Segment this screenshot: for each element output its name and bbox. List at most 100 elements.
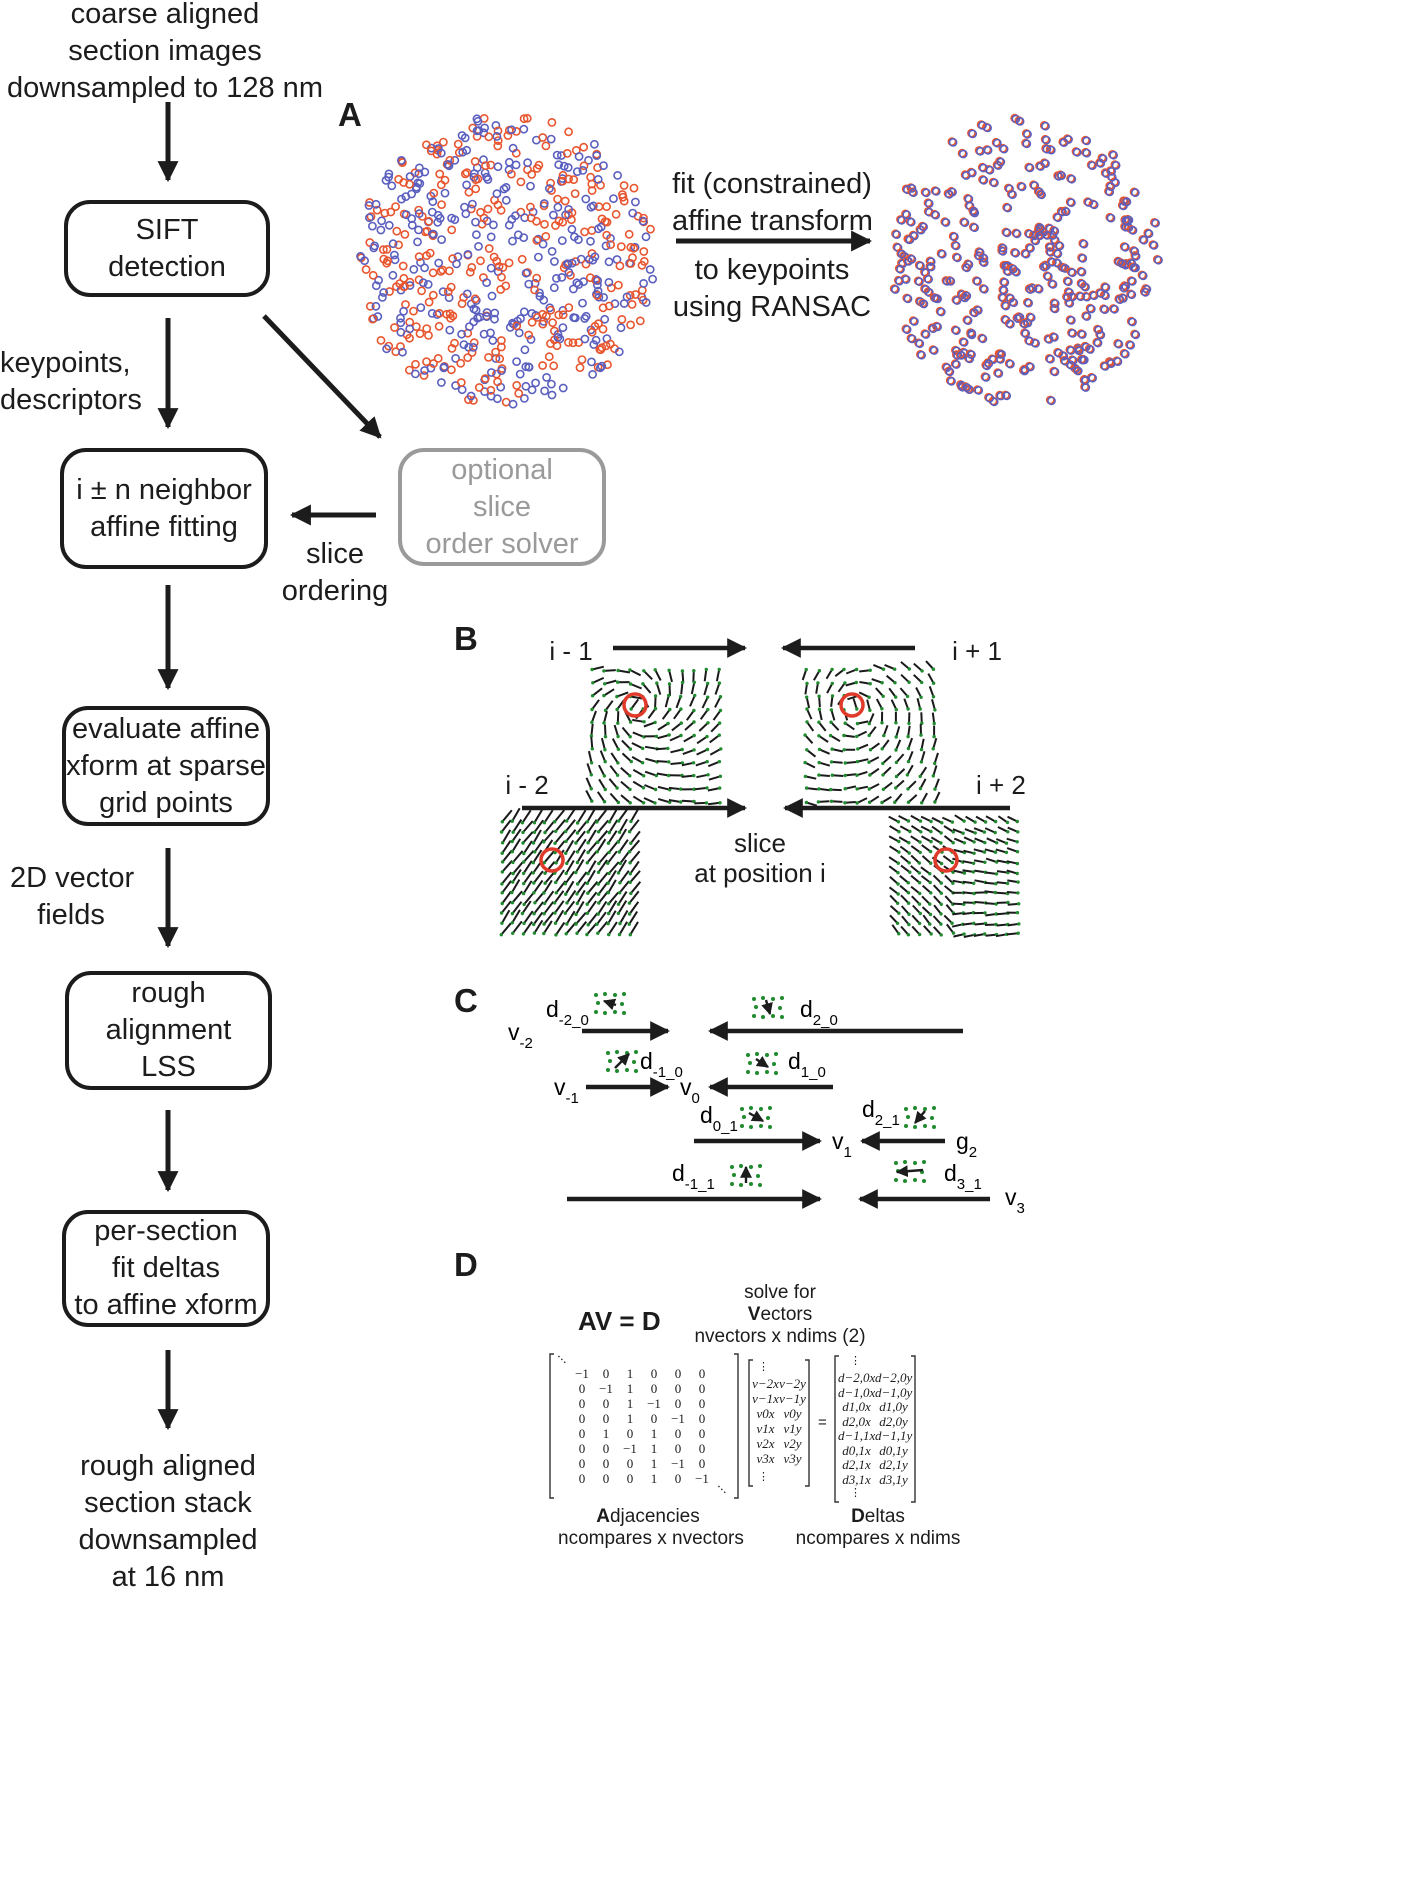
matrix-cell: 0 bbox=[602, 1411, 610, 1426]
matrix-cell: 0 bbox=[602, 1456, 610, 1471]
keypoint-marker bbox=[521, 268, 531, 278]
field-vector bbox=[943, 885, 954, 894]
keypoint-marker bbox=[464, 187, 474, 197]
field-dot bbox=[855, 787, 859, 791]
keypoint-marker-aligned bbox=[892, 230, 902, 239]
field-vector bbox=[587, 860, 597, 875]
mini-field-dot bbox=[768, 1125, 772, 1129]
keypoint-marker bbox=[619, 181, 629, 190]
panel-b-label: B bbox=[454, 620, 478, 657]
field-vector bbox=[984, 881, 996, 885]
field-vector bbox=[885, 674, 896, 684]
keypoint-marker bbox=[356, 251, 365, 261]
field-vector bbox=[656, 772, 669, 777]
field-vector bbox=[501, 871, 513, 885]
keypoint-marker-aligned bbox=[1066, 198, 1076, 208]
keypoint-marker-aligned bbox=[941, 218, 951, 227]
keypoint-marker-aligned bbox=[1063, 277, 1073, 287]
matrix-cell: 0 bbox=[650, 1366, 658, 1381]
mini-field-dot bbox=[756, 1174, 760, 1178]
keypoint-marker bbox=[549, 257, 559, 266]
field-dot bbox=[595, 820, 599, 824]
keypoint-marker bbox=[491, 347, 500, 357]
keypoint-marker-aligned bbox=[1054, 348, 1064, 358]
field-dot bbox=[706, 681, 710, 686]
field-dot bbox=[510, 901, 515, 905]
keypoint-marker-aligned bbox=[1094, 325, 1104, 335]
field-vector bbox=[616, 691, 629, 698]
field-vector bbox=[900, 855, 910, 864]
field-dot bbox=[817, 760, 821, 765]
field-vector bbox=[884, 663, 896, 671]
keypoint-marker bbox=[397, 194, 406, 204]
field-vector bbox=[707, 801, 721, 806]
mini-field-dot bbox=[780, 996, 784, 1000]
delta-vector bbox=[614, 1053, 630, 1069]
field-dot bbox=[585, 820, 590, 824]
keypoint-marker bbox=[532, 235, 542, 245]
field-vector bbox=[610, 752, 619, 764]
field-dot bbox=[907, 922, 911, 927]
keypoint-marker bbox=[508, 236, 517, 246]
keypoint-marker bbox=[639, 247, 649, 256]
keypoint-marker bbox=[407, 220, 417, 230]
field-dot bbox=[905, 773, 910, 777]
keypoint-marker bbox=[527, 385, 537, 395]
reference-circle bbox=[933, 847, 959, 873]
field-dot bbox=[932, 721, 936, 726]
keypoint-marker bbox=[558, 383, 568, 393]
field-vector bbox=[1006, 837, 1018, 843]
field-vector bbox=[629, 870, 641, 883]
field-vector bbox=[919, 766, 928, 777]
keypoint-marker bbox=[405, 324, 415, 334]
field-vector bbox=[533, 819, 545, 833]
field-vector bbox=[857, 758, 869, 763]
keypoint-marker bbox=[526, 335, 536, 344]
field-dot bbox=[616, 747, 621, 751]
field-dot bbox=[917, 902, 922, 906]
field-vector bbox=[932, 884, 943, 894]
field-vector bbox=[945, 904, 955, 914]
keypoint-marker bbox=[547, 117, 557, 127]
keypoint-marker-aligned bbox=[1046, 145, 1056, 155]
keypoint-marker bbox=[422, 140, 431, 150]
field-dot bbox=[896, 892, 900, 896]
keypoint-marker-aligned bbox=[1041, 121, 1050, 131]
field-vector bbox=[875, 687, 884, 697]
field-vector bbox=[858, 691, 870, 699]
field-vector bbox=[564, 819, 576, 833]
keypoint-marker-aligned bbox=[1002, 228, 1012, 238]
keypoint-marker bbox=[514, 328, 524, 338]
field-vector bbox=[566, 890, 577, 904]
field-dot bbox=[854, 680, 858, 685]
field-vector bbox=[889, 914, 899, 924]
field-dot bbox=[615, 773, 620, 777]
field-vector bbox=[592, 676, 605, 684]
field-vector bbox=[910, 865, 920, 874]
keypoint-marker bbox=[508, 143, 518, 153]
field-dot bbox=[606, 861, 610, 865]
keypoint-marker bbox=[371, 301, 381, 311]
mini-field-dot bbox=[768, 1106, 772, 1110]
keypoint-marker-aligned bbox=[951, 241, 961, 251]
vector-field-ip2 bbox=[888, 814, 1021, 938]
field-dot bbox=[719, 747, 723, 751]
keypoint-marker-aligned bbox=[985, 393, 995, 403]
field-dot bbox=[607, 830, 611, 835]
keypoint-marker-aligned bbox=[1043, 272, 1053, 281]
keypoint-marker-aligned bbox=[1050, 367, 1060, 377]
field-dot bbox=[817, 720, 821, 724]
field-vector bbox=[643, 721, 656, 728]
keypoint-marker bbox=[450, 155, 460, 165]
field-dot bbox=[616, 734, 620, 739]
keypoint-marker bbox=[595, 363, 605, 373]
matrix-cell: 0 bbox=[602, 1471, 610, 1486]
keypoint-marker-aligned bbox=[965, 354, 975, 364]
field-vector bbox=[962, 880, 974, 885]
field-dot bbox=[939, 891, 943, 895]
field-vector bbox=[1006, 869, 1018, 875]
slice-ordering-label: slice ordering bbox=[281, 538, 389, 607]
reference-circle bbox=[839, 692, 865, 718]
keypoint-marker bbox=[639, 278, 648, 288]
matrix-cell: v3y bbox=[783, 1451, 802, 1466]
